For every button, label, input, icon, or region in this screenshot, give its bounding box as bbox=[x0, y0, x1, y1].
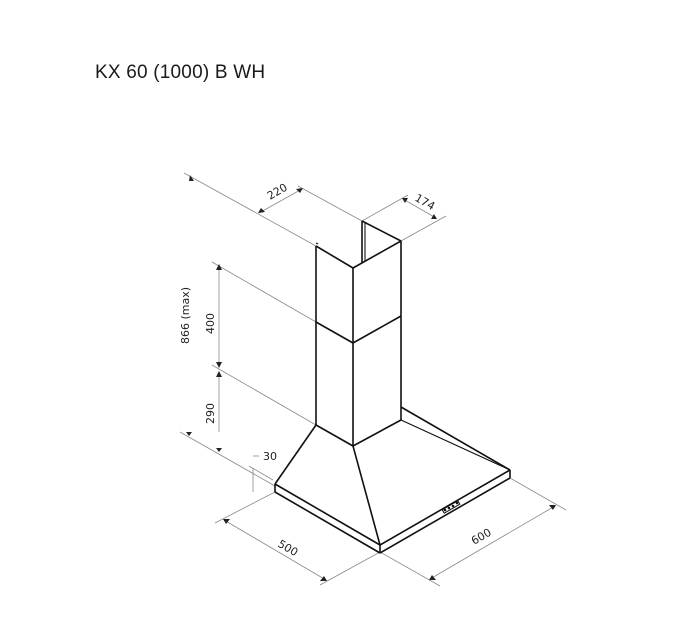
dimension-arrows bbox=[186, 175, 556, 581]
label-866-max: 866 (max) bbox=[179, 287, 192, 344]
label-500: 500 bbox=[276, 537, 301, 559]
dimension-labels: 220 174 866 (max) 400 290 30 500 600 bbox=[179, 181, 494, 559]
product-title: KX 60 (1000) B WH bbox=[95, 62, 266, 83]
label-220: 220 bbox=[265, 181, 290, 203]
control-buttons bbox=[441, 500, 461, 514]
label-290: 290 bbox=[204, 403, 217, 424]
label-174: 174 bbox=[413, 191, 438, 213]
label-400: 400 bbox=[204, 313, 217, 334]
chimney bbox=[315, 220, 402, 447]
label-30: 30 bbox=[263, 450, 277, 463]
dimension-lines bbox=[179, 172, 567, 587]
hood-canopy bbox=[274, 406, 511, 554]
